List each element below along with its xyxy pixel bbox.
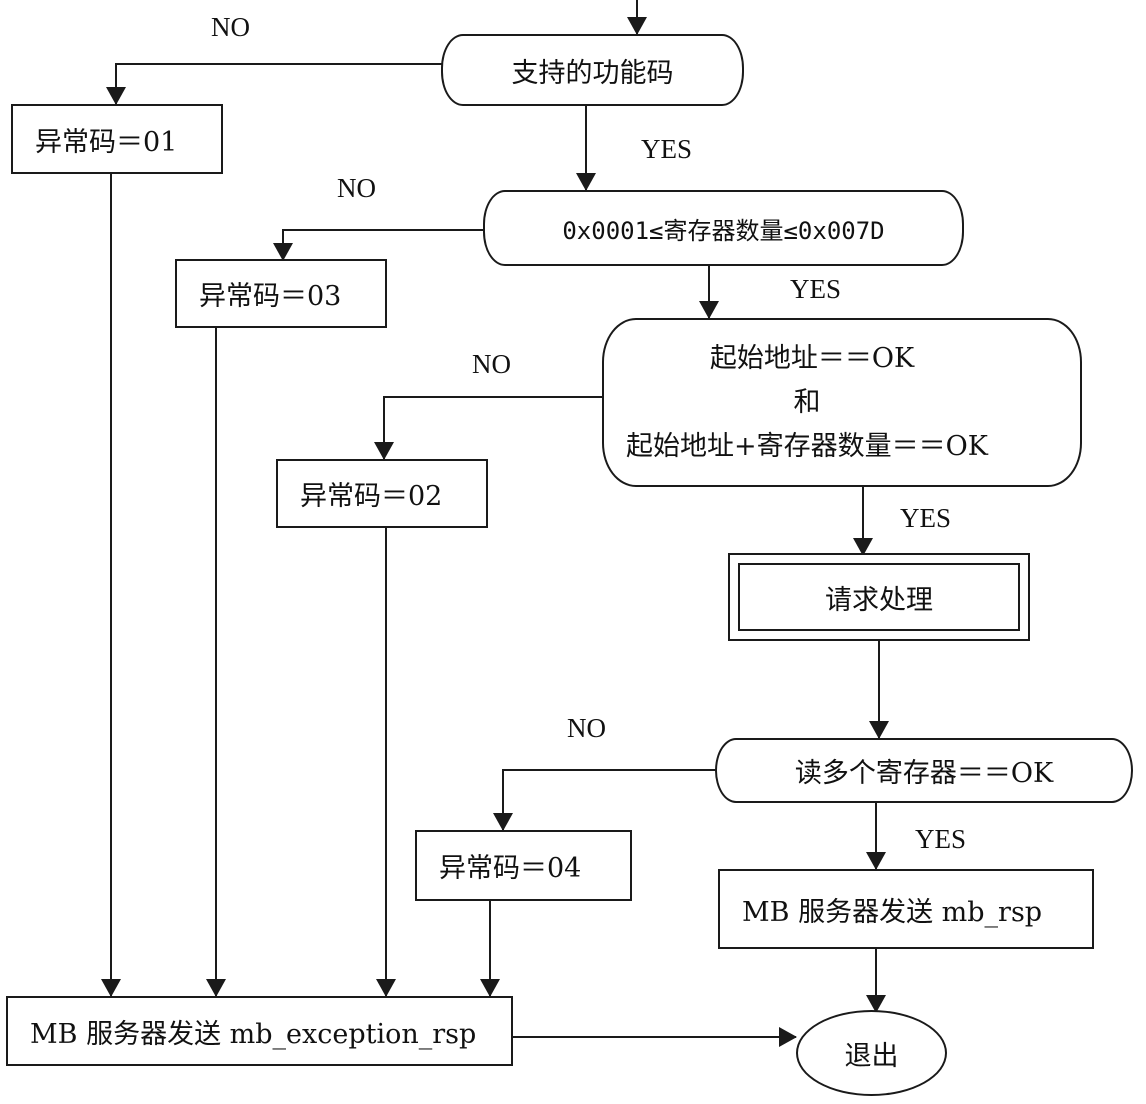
label-no-address: NO [472, 349, 511, 379]
process-request: 请求处理 [728, 553, 1030, 641]
exception-code-03-text: 异常码＝03 [199, 281, 342, 312]
process-request-inner: 请求处理 [738, 563, 1020, 631]
decision-start-address: 起始地址＝＝OK 和 起始地址+寄存器数量＝＝OK [602, 318, 1082, 487]
decision-start-address-line3: 起始地址+寄存器数量＝＝OK [626, 430, 988, 462]
decision-function-code: 支持的功能码 [441, 34, 744, 106]
label-yes-function: YES [641, 134, 693, 164]
arrow-addr-no [374, 396, 602, 460]
arrow-func-no [106, 63, 442, 105]
decision-read-registers: 读多个寄存器＝＝OK [715, 738, 1133, 803]
process-request-text: 请求处理 [825, 584, 933, 616]
exit-text: 退出 [844, 1040, 899, 1072]
decision-start-address-line1: 起始地址＝＝OK [709, 342, 915, 374]
label-no-register: NO [337, 173, 376, 203]
exit-terminal: 退出 [796, 1010, 947, 1096]
decision-read-registers-text: 读多个寄存器＝＝OK [794, 758, 1054, 789]
exception-code-03-box: 异常码＝03 [175, 259, 387, 328]
arrow-read-no [493, 769, 716, 831]
decision-start-address-line2: 和 [793, 386, 821, 418]
exception-code-02-text: 异常码＝02 [300, 481, 443, 512]
decision-register-count: 0x0001≤寄存器数量≤0x007D [483, 190, 964, 266]
label-no-read: NO [567, 713, 606, 743]
exception-code-02-box: 异常码＝02 [276, 459, 488, 528]
label-no-function: NO [211, 12, 250, 42]
decision-function-code-text: 支持的功能码 [511, 57, 674, 89]
label-yes-register: YES [790, 274, 842, 304]
exception-code-04-text: 异常码＝04 [439, 853, 582, 884]
label-yes-address: YES [900, 503, 952, 533]
exception-code-04-box: 异常码＝04 [415, 830, 632, 901]
send-exception-box: MB 服务器发送 mb_exception_rsp [6, 996, 513, 1066]
arrow-reg-no [273, 229, 484, 261]
decision-register-count-text: 0x0001≤寄存器数量≤0x007D [562, 216, 885, 245]
send-response-box: MB 服务器发送 mb_rsp [718, 869, 1094, 949]
label-yes-read: YES [915, 824, 967, 854]
exception-code-01-text: 异常码＝01 [35, 126, 178, 158]
send-exception-text: MB 服务器发送 mb_exception_rsp [30, 1018, 477, 1050]
exception-code-01-box: 异常码＝01 [11, 104, 223, 174]
send-response-text: MB 服务器发送 mb_rsp [742, 896, 1043, 928]
